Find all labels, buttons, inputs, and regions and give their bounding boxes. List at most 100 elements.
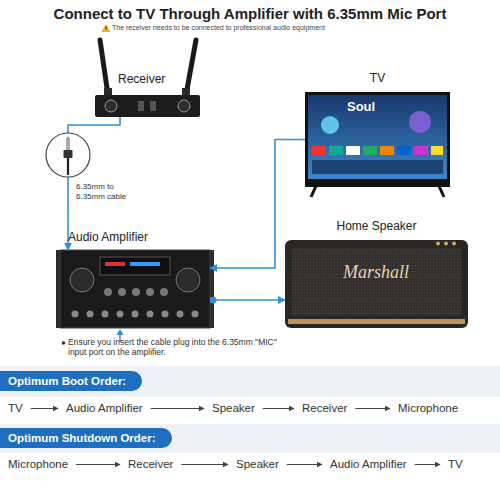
rack-ears [56, 250, 214, 328]
order-arrow [263, 408, 294, 409]
receiver-body [95, 95, 200, 117]
vu-meter [70, 268, 94, 292]
speaker-grille [292, 248, 461, 316]
note-bullet [62, 341, 66, 345]
signal-connector [213, 299, 285, 301]
amp-knob [162, 311, 169, 318]
plug-body [64, 150, 73, 158]
pointer-head [117, 329, 124, 335]
order-arrow [355, 408, 390, 409]
receiver-illustration [95, 40, 200, 117]
order-strip [0, 366, 500, 397]
node-label: Microphone [398, 401, 458, 416]
node-label: Audio Amplifier [330, 457, 407, 472]
display-segment [105, 262, 125, 266]
amp-knob [160, 288, 168, 296]
node-label: Optimum Shutdown Order: [8, 432, 156, 444]
jack-port [150, 101, 156, 111]
order-arrow [76, 464, 120, 465]
speaker-illustration [285, 240, 468, 328]
app-tile [329, 146, 343, 155]
app-tile [414, 146, 428, 155]
node-label: Receiver [128, 457, 173, 472]
order-step: Audio Amplifier [66, 401, 143, 416]
speaker-knob [452, 242, 456, 246]
warning-mark [106, 27, 107, 30]
amp-knob [87, 311, 94, 318]
node-label: Speaker [212, 401, 255, 416]
speaker-knob [444, 242, 448, 246]
node-label: Optimum Boot Order: [8, 375, 126, 387]
antenna-base [182, 88, 190, 96]
antenna [100, 40, 108, 95]
plug-shaft [66, 139, 70, 150]
warning-icon [102, 24, 111, 32]
app-tile [397, 146, 411, 155]
plug-tip [66, 136, 70, 139]
cable-circle [46, 133, 90, 177]
order-step: TV [8, 401, 23, 416]
brand-text: Soul [347, 99, 375, 115]
order-arrow [415, 464, 440, 465]
amp-knob [102, 311, 109, 318]
warning-triangle [102, 24, 111, 32]
node-label: Receiver [118, 72, 165, 86]
order-tab: Optimum Boot Order: [0, 371, 142, 391]
tv-bezel [305, 92, 450, 187]
order-step: Audio Amplifier [330, 457, 407, 472]
order-step: Speaker [236, 457, 279, 472]
cable-wire [67, 158, 69, 175]
node-label: TV [8, 401, 23, 416]
order-step: Microphone [398, 401, 458, 416]
order-arrow [181, 464, 228, 465]
amp-knob [132, 288, 140, 296]
tv-screen [308, 95, 447, 179]
amp-knob [132, 311, 139, 318]
vu-meter [176, 268, 200, 292]
antenna-base [104, 88, 112, 96]
device-node: Audio Amplifier [60, 250, 210, 328]
device-node: TV [305, 92, 450, 187]
display-segment [130, 262, 160, 266]
order-step: TV [448, 457, 463, 472]
order-strip [0, 424, 500, 453]
jack-port [138, 101, 144, 111]
node-label: Receiver [302, 401, 347, 416]
tv-illustration [305, 92, 450, 197]
note-text: 6.35mm to 6.35mm cable [76, 182, 140, 202]
amp-knob [72, 311, 79, 318]
device-node: Receiver [95, 95, 200, 117]
diagram-title: Connect to TV Through Amplifier with 6.3… [0, 5, 500, 22]
antenna [186, 40, 196, 95]
app-tile [431, 146, 443, 155]
app-tile [346, 146, 360, 155]
amp-display [100, 257, 170, 275]
order-step: Receiver [128, 457, 173, 472]
amplifier-illustration [56, 250, 214, 328]
order-arrow [31, 408, 58, 409]
tv-leg [311, 186, 316, 197]
amplifier-body [60, 250, 210, 328]
order-step: Speaker [212, 401, 255, 416]
amp-knob [146, 288, 154, 296]
signal-connector [210, 140, 305, 269]
speaker-trim [288, 319, 465, 324]
tv-leg [439, 186, 444, 197]
speaker-knob [436, 242, 440, 246]
node-label: TV [448, 457, 463, 472]
order-step: Receiver [302, 401, 347, 416]
amp-knob [147, 311, 154, 318]
app-tile [312, 146, 326, 155]
xlr-port [178, 100, 190, 112]
speaker-body [285, 240, 468, 328]
node-label: Speaker [236, 457, 279, 472]
amp-knob [117, 311, 124, 318]
device-node: Home Speaker [285, 240, 468, 328]
amp-knob [104, 288, 112, 296]
order-arrow [151, 408, 204, 409]
order-tab: Optimum Shutdown Order: [0, 428, 172, 448]
note-text: The receiver needs to be connected to pr… [112, 24, 325, 33]
screen-art [409, 111, 431, 133]
note-text: Ensure you insert the cable plug into th… [68, 337, 286, 358]
